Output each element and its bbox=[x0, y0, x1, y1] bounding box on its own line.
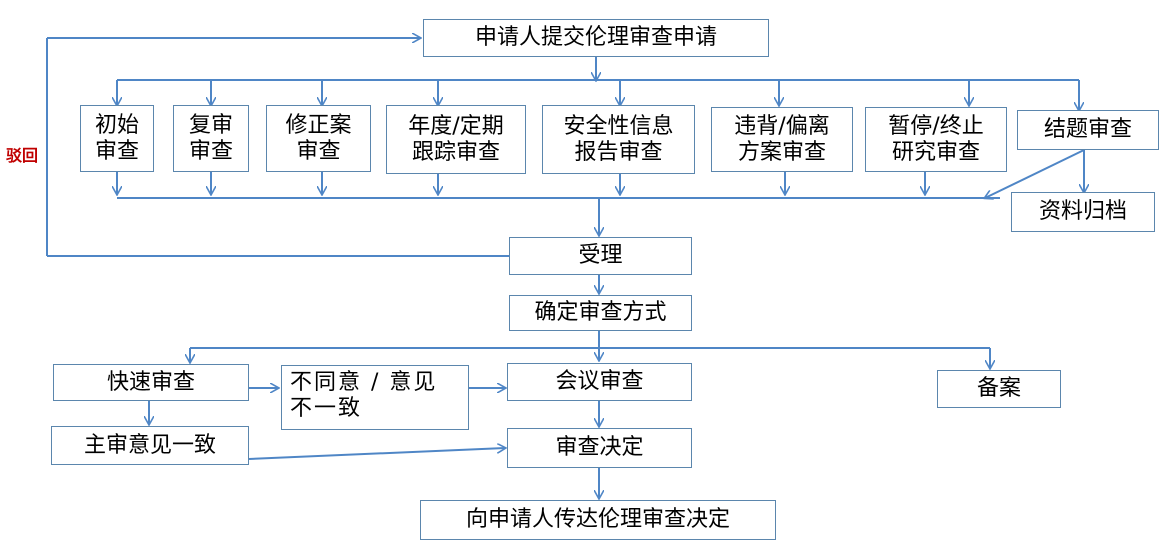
fast-review-box: 快速审查 bbox=[53, 364, 249, 401]
review-deviation-line-2: 方案审查 bbox=[737, 139, 826, 165]
review-safety-line-1: 安全性信息 bbox=[563, 113, 674, 139]
fast-review-label: 快速审查 bbox=[106, 369, 195, 395]
review-box-safety: 安全性信息 报告审查 bbox=[542, 105, 695, 174]
convey-decision-box: 向申请人传达伦理审查决定 bbox=[420, 500, 776, 540]
filing-box: 备案 bbox=[937, 370, 1061, 408]
closing-review-label: 结题审查 bbox=[1043, 117, 1132, 142]
review-box-suspend: 暂停/终止 研究审查 bbox=[865, 107, 1007, 172]
meeting-review-label: 会议审查 bbox=[555, 369, 644, 394]
submit-application-box: 申请人提交伦理审查申请 bbox=[423, 19, 769, 57]
reject-label: 驳回 bbox=[6, 146, 39, 165]
closing-review-box: 结题审查 bbox=[1017, 110, 1159, 150]
review-box-initial: 初始 审查 bbox=[80, 105, 154, 172]
review-box-annual: 年度/定期 跟踪审查 bbox=[386, 105, 526, 174]
convey-decision-label: 向申请人传达伦理审查决定 bbox=[465, 507, 730, 532]
review-annual-line-1: 年度/定期 bbox=[408, 113, 504, 139]
review-amendment-line-2: 审查 bbox=[296, 138, 341, 164]
review-repeat-line-1: 复审 bbox=[188, 112, 233, 138]
accept-label: 受理 bbox=[578, 243, 623, 268]
decision-box: 审查决定 bbox=[507, 428, 692, 468]
review-deviation-line-1: 违背/偏离 bbox=[734, 113, 830, 139]
meeting-review-box: 会议审查 bbox=[507, 363, 692, 401]
decision-label: 审查决定 bbox=[555, 435, 644, 460]
determine-method-label: 确定审查方式 bbox=[534, 300, 667, 325]
archive-label: 资料归档 bbox=[1038, 199, 1127, 224]
review-box-amendment: 修正案 审查 bbox=[266, 105, 371, 172]
disagree-label: 不同意 / 意见不一致 bbox=[290, 370, 438, 421]
review-repeat-line-2: 审查 bbox=[188, 138, 233, 164]
accept-box: 受理 bbox=[509, 237, 692, 275]
review-safety-line-2: 报告审查 bbox=[574, 139, 663, 165]
review-initial-line-1: 初始 bbox=[94, 112, 139, 138]
review-amendment-line-1: 修正案 bbox=[285, 112, 352, 138]
review-annual-line-2: 跟踪审查 bbox=[411, 139, 500, 165]
review-suspend-line-2: 研究审查 bbox=[891, 139, 980, 165]
main-agree-label: 主审意见一致 bbox=[83, 432, 216, 458]
review-suspend-line-1: 暂停/终止 bbox=[888, 113, 984, 139]
review-box-deviation: 违背/偏离 方案审查 bbox=[711, 107, 853, 172]
review-box-repeat: 复审 审查 bbox=[173, 105, 249, 172]
review-initial-line-2: 审查 bbox=[94, 138, 139, 164]
determine-method-box: 确定审查方式 bbox=[509, 295, 692, 331]
disagree-box: 不同意 / 意见不一致 bbox=[281, 365, 469, 430]
main-agree-box: 主审意见一致 bbox=[51, 426, 249, 465]
archive-box: 资料归档 bbox=[1011, 192, 1155, 232]
submit-application-label: 申请人提交伦理审查申请 bbox=[474, 25, 717, 50]
filing-label: 备案 bbox=[976, 376, 1021, 401]
